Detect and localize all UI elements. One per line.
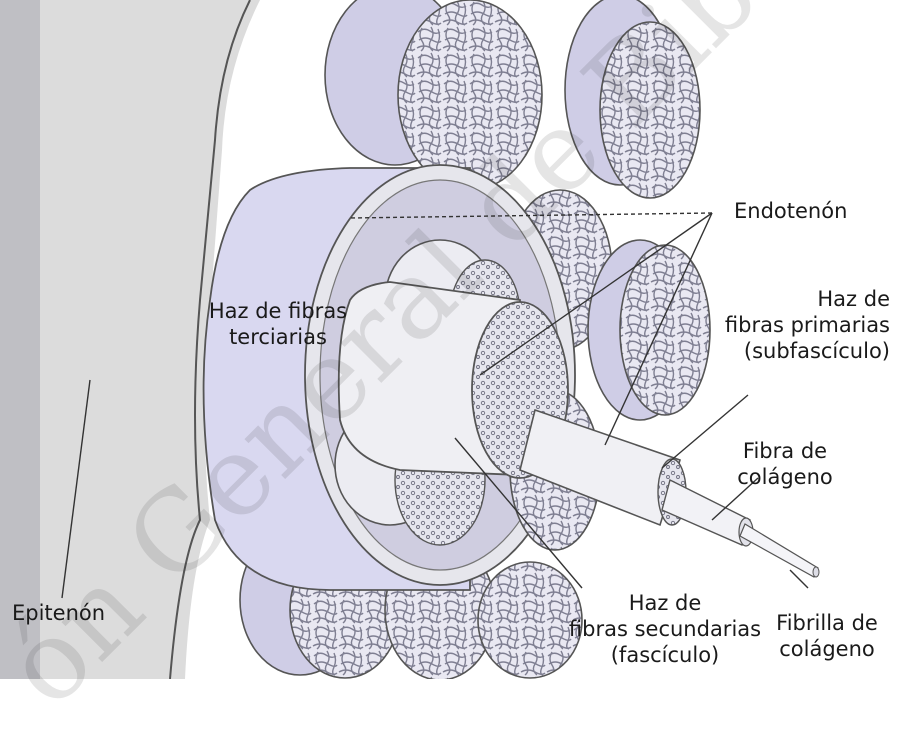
label-epitenon: Epitenón (12, 600, 105, 626)
label-collagen-fibril: Fibrilla de colágeno (762, 610, 892, 662)
label-tertiary-bundle: Haz de fibras terciarias (188, 298, 368, 350)
label-primary-bundle: Haz de fibras primarias (subfascículo) (700, 286, 890, 364)
label-endotenon: Endotenón (734, 198, 847, 224)
collagen-fibril (740, 524, 819, 577)
label-collagen-fiber: Fibra de colágeno (710, 438, 860, 490)
label-secondary-bundle: Haz de fibras secundarias (fascículo) (555, 590, 775, 668)
